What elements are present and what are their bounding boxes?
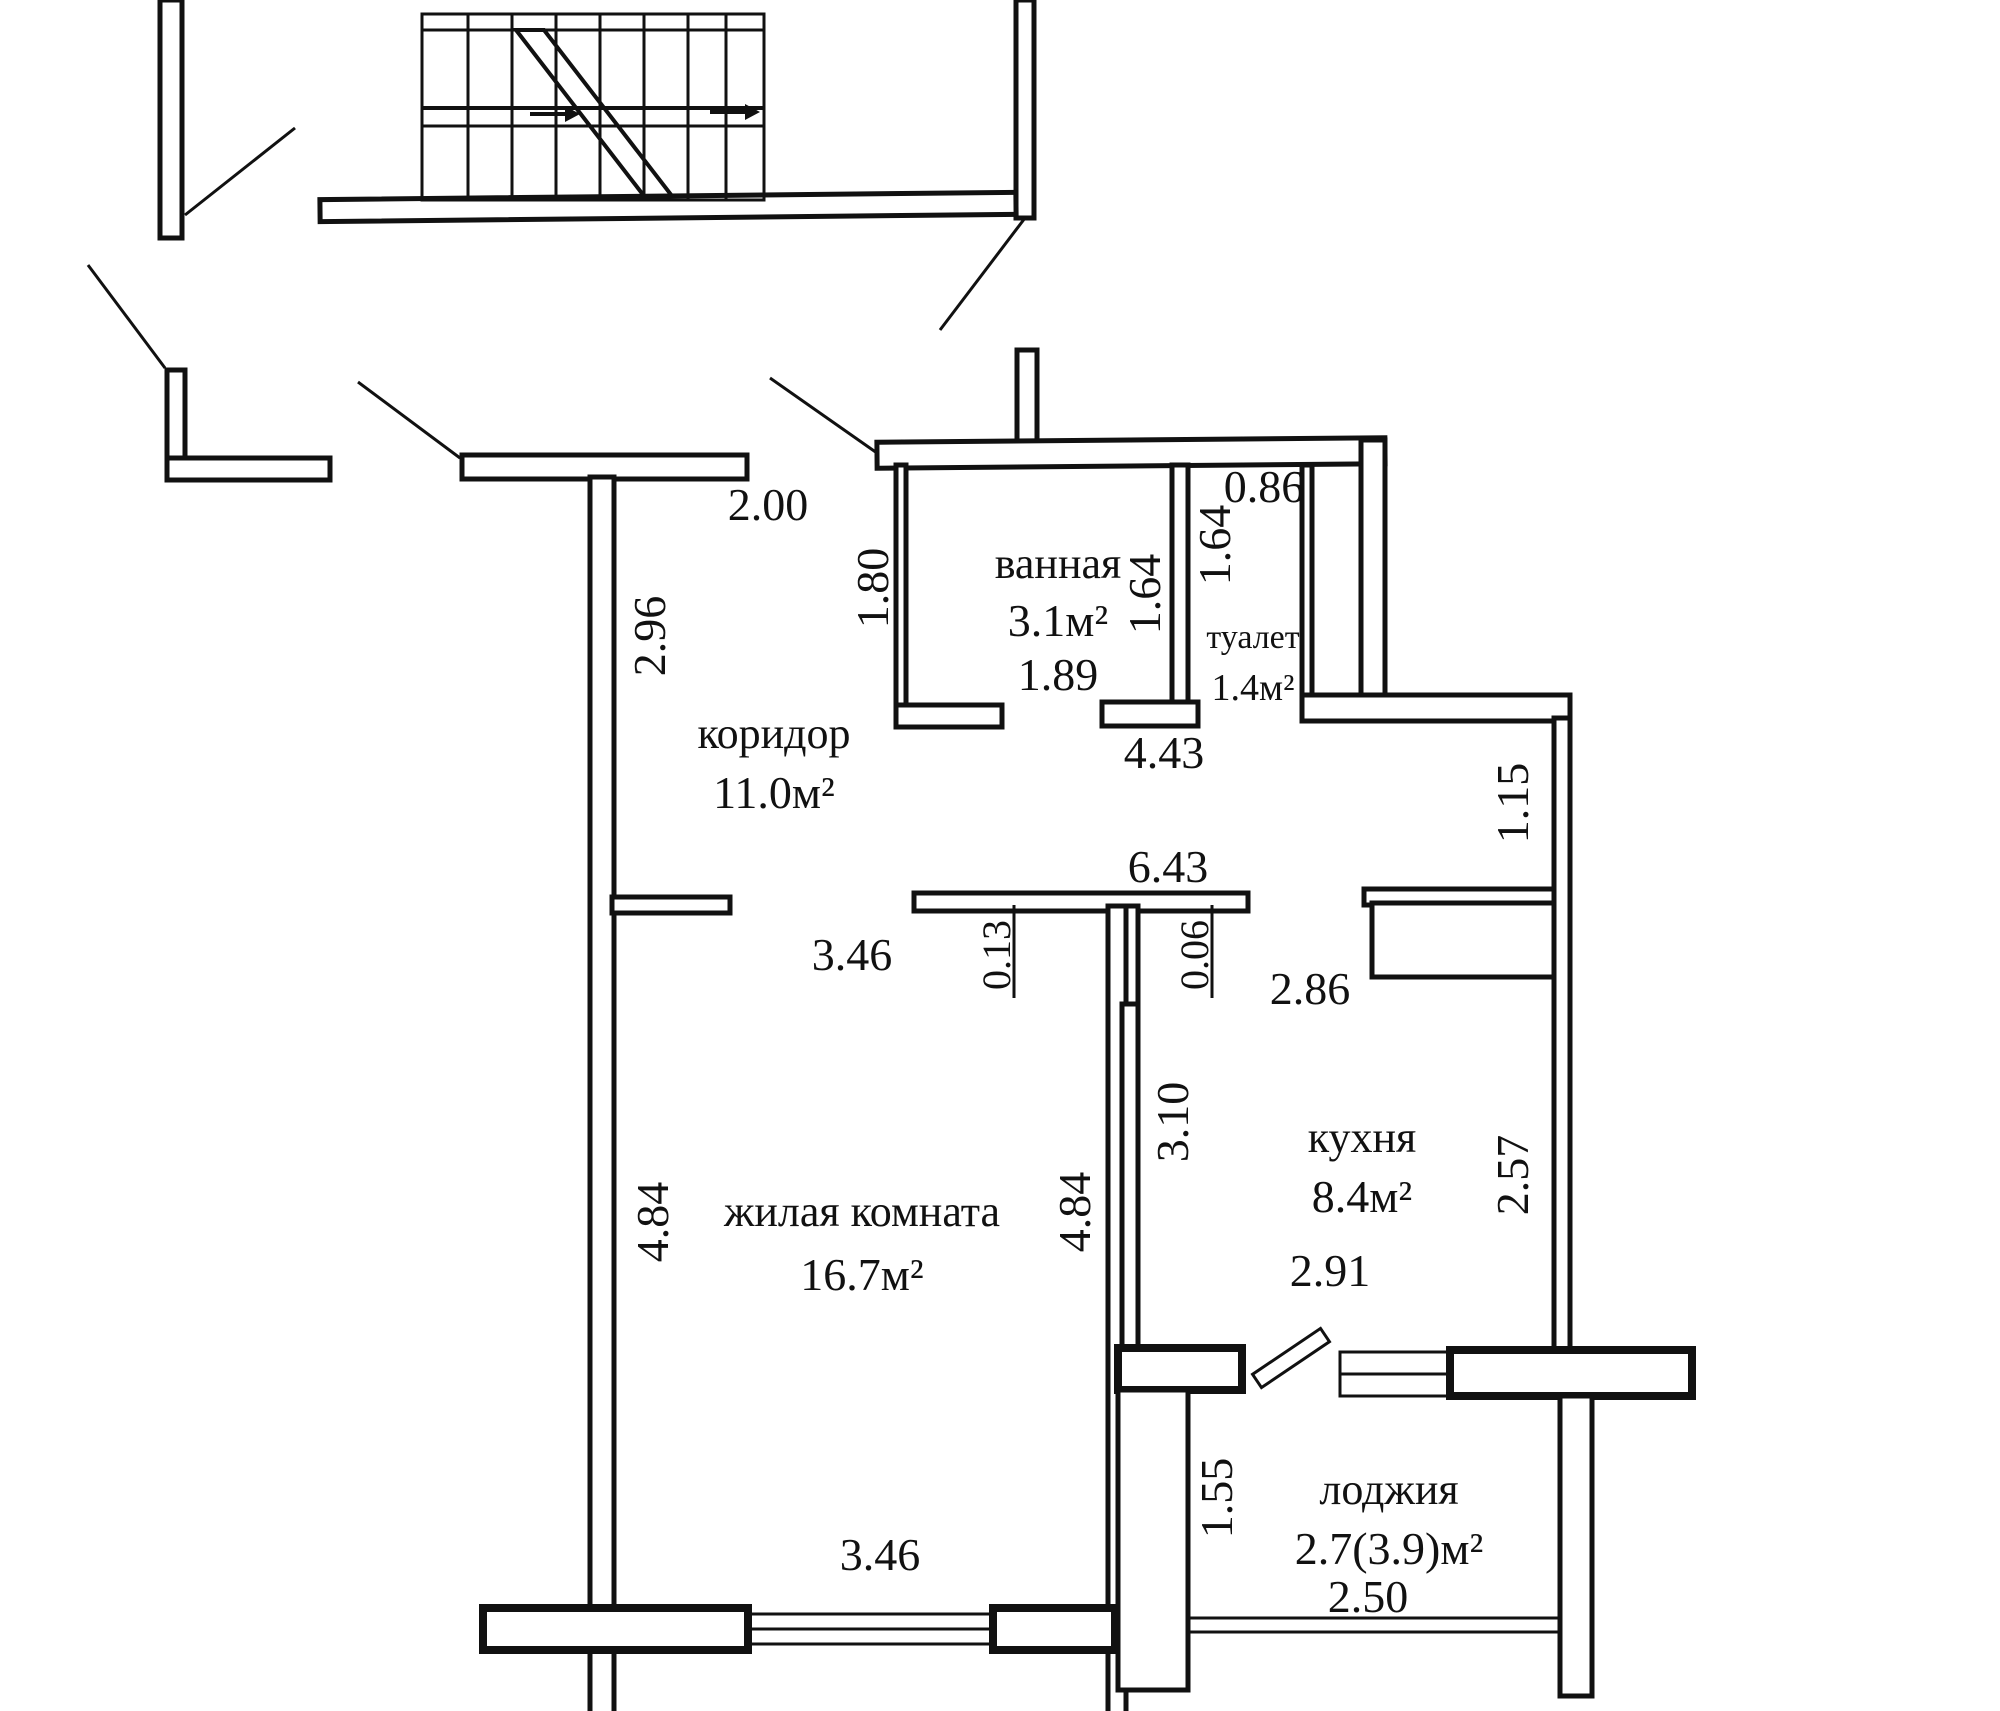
apartment-door-swing [357,380,461,460]
corridor-kitchen-wall [911,890,1251,914]
toilet-bottom-stub [1099,699,1201,729]
dim-loggia-side: 1.55 [1191,1458,1242,1539]
kitchen-right-wall [1551,715,1573,1395]
dim-wall-a: 0.13 [974,920,1019,990]
apartment-walls [479,435,1696,1711]
loggia-railing [1186,1616,1562,1634]
dim-loggia-bottom: 2.50 [1328,1571,1409,1622]
living-bottom-wall-right [989,1604,1119,1654]
corridor-area: 11.0м² [713,767,835,818]
living-bottom-wall-left [479,1604,752,1654]
loggia-wall-left [1114,1344,1246,1394]
dim-kitchen-width-top: 2.86 [1270,963,1351,1014]
door-swing-left [86,264,167,369]
kitchen-area: 8.4м² [1312,1171,1412,1222]
toilet-name: туалет [1206,619,1299,656]
dim-living-bottom: 3.46 [840,1529,921,1580]
dim-kitchen-top-span: 6.43 [1128,841,1209,892]
dim-bath-right: 1.64 [1119,554,1170,635]
neighbor-wall [164,455,333,483]
loggia-name: лоджия [1319,1465,1458,1514]
dim-kitchen-right: 2.57 [1487,1135,1538,1216]
dim-kitchen-upper-right: 1.15 [1487,763,1538,844]
kitchen-left-wall [1119,1001,1141,1357]
bath-area: 3.1м² [1008,595,1108,646]
toilet-right-wall [1358,437,1388,705]
bath-bottom-wall [893,702,1005,730]
dim-kitchen-left: 3.10 [1147,1082,1198,1163]
stair-flight [420,12,766,202]
neighbor-wall-stub [164,367,188,461]
dim-toilet-width: 0.86 [1224,461,1305,512]
loggia-wall-right [1446,1346,1696,1400]
dim-living-left: 4.84 [627,1182,678,1263]
kitchen-name: кухня [1308,1113,1417,1162]
bath-door-swing [769,376,878,455]
dimension-labels: 2.00 2.96 1.80 1.89 1.64 1.64 0.86 4.43 … [624,461,1538,1622]
corridor-name: коридор [697,709,850,758]
dim-corridor-top: 2.00 [728,479,809,530]
dim-wall-b: 0.06 [1172,920,1217,990]
loggia-left-wall [1115,1387,1191,1693]
dim-hall-span: 4.43 [1124,727,1205,778]
loggia-right-wall [1557,1393,1595,1699]
stair-right-wall [1013,0,1037,221]
kitchen-left-upper [1123,903,1141,1009]
room-labels: ванная 3.1м² туалет 1.4м² коридор 11.0м²… [697,539,1483,1574]
kitchen-counter [1369,900,1557,980]
entry-door-swing [184,126,296,217]
dim-kitchen-bottom: 2.91 [1290,1245,1371,1296]
toilet-area: 1.4м² [1212,667,1295,709]
dim-corridor-side: 2.96 [624,596,675,677]
kitchen-top-wall [1299,692,1573,724]
shaft-wall [1014,347,1040,448]
dim-bath-width: 1.89 [1018,649,1099,700]
bath-toilet-partition [1169,462,1191,706]
dim-corridor-lower: 3.46 [812,929,893,980]
staircase-area [86,0,1040,483]
bath-name: ванная [995,539,1122,588]
stair-left-wall [157,0,185,241]
living-area: 16.7м² [800,1249,923,1300]
loggia-area: 2.7(3.9)м² [1295,1523,1484,1574]
dim-living-right: 4.84 [1049,1172,1100,1253]
living-left-wall [587,474,617,1711]
stair-door-swing [938,217,1027,331]
living-name: жилая комната [723,1187,1000,1236]
dim-toilet-left: 1.64 [1189,505,1240,586]
corridor-divider-stub [609,894,733,916]
loggia-door [1250,1326,1332,1390]
dim-bath-height: 1.80 [847,548,898,629]
